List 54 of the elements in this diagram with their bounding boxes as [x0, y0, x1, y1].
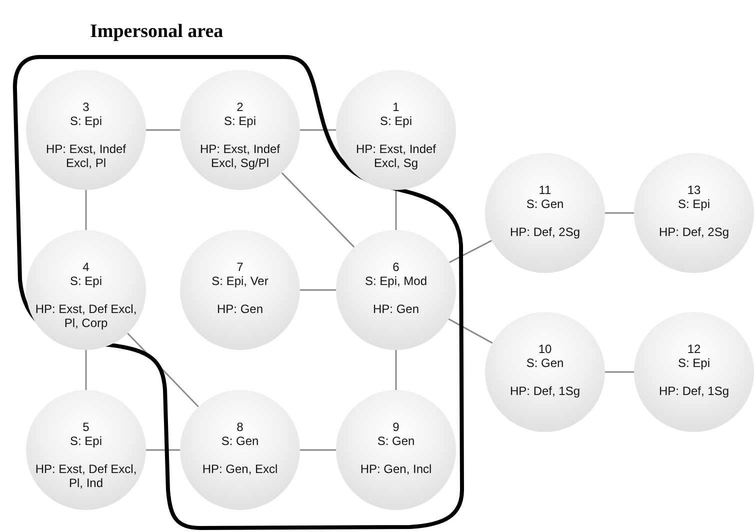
connector-line: [146, 449, 180, 451]
properties-label: HP: Def, 1Sg: [658, 384, 730, 398]
connector-line: [448, 240, 492, 264]
node-number: 9: [392, 420, 400, 434]
properties-label: HP: Def, 2Sg: [510, 225, 580, 239]
connector-line: [395, 350, 397, 390]
subject-label: S: Epi, Mod: [364, 274, 428, 288]
region-title: Impersonal area: [90, 20, 224, 44]
node-number: 3: [82, 100, 90, 114]
subject-label: S: Gen: [377, 434, 415, 448]
connector-line: [85, 190, 87, 230]
subject-label: S: Gen: [221, 434, 259, 448]
node-number: 7: [236, 260, 244, 274]
properties-label: HP: Exst, Indef Excl, Sg: [354, 142, 438, 170]
properties-label: HP: Gen: [372, 302, 420, 316]
subject-label: S: Epi: [224, 114, 256, 128]
properties-label: HP: Exst, Def Excl, Pl, Corp: [34, 302, 138, 330]
subject-label: S: Epi, Ver: [212, 274, 268, 288]
connector-line: [146, 129, 180, 131]
subject-label: S: Epi: [380, 114, 412, 128]
node-number: 6: [392, 260, 400, 274]
node-number: 13: [687, 183, 701, 197]
subject-label: S: Gen: [526, 197, 564, 211]
connector-line: [85, 350, 87, 390]
properties-label: HP: Def, 2Sg: [658, 225, 730, 239]
connector-line: [448, 318, 493, 344]
node-number: 11: [538, 183, 552, 197]
properties-label: HP: Exst, Indef Excl, Pl: [44, 142, 128, 170]
connector-line: [300, 129, 336, 131]
connector-line: [300, 449, 336, 451]
node-number: 1: [392, 100, 400, 114]
node-number: 10: [538, 342, 552, 356]
node-number: 8: [236, 420, 244, 434]
subject-label: S: Epi: [678, 356, 710, 370]
subject-label: S: Epi: [70, 114, 102, 128]
node-number: 5: [82, 420, 90, 434]
properties-label: HP: Gen: [216, 302, 264, 316]
properties-label: HP: Gen, Incl: [360, 462, 432, 476]
connector-line: [605, 371, 634, 373]
connector-line: [281, 172, 355, 248]
node-number: 12: [687, 342, 701, 356]
properties-label: HP: Exst, Def Excl, Pl, Ind: [34, 462, 138, 490]
node-number: 2: [236, 100, 244, 114]
subject-label: S: Epi: [70, 274, 102, 288]
subject-label: S: Epi: [678, 197, 710, 211]
properties-label: HP: Exst, Indef Excl, Sg/Pl: [198, 142, 282, 170]
connector-line: [395, 190, 397, 230]
subject-label: S: Gen: [526, 356, 564, 370]
connector-line: [300, 289, 336, 291]
subject-label: S: Epi: [70, 434, 102, 448]
properties-label: HP: Def, 1Sg: [510, 384, 580, 398]
properties-label: HP: Gen, Excl: [202, 462, 278, 476]
connector-line: [605, 212, 634, 214]
node-number: 4: [82, 260, 90, 274]
